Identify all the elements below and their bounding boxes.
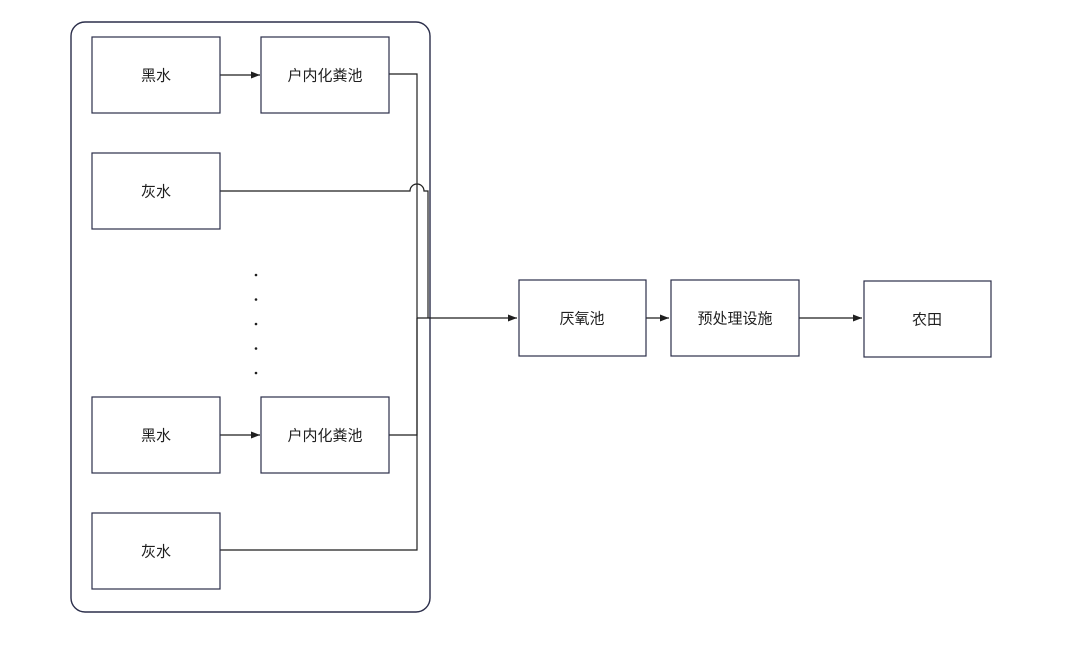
node-septic-tank-1: 户内化粪池: [260, 36, 390, 114]
node-septic-tank-1-label: 户内化粪池: [287, 67, 362, 85]
ellipsis-dot: [254, 273, 258, 277]
node-black-water-2: 黑水: [91, 396, 221, 474]
ellipsis-dot: [254, 322, 258, 326]
node-septic-tank-2: 户内化粪池: [260, 396, 390, 474]
node-black-water-2-label: 黑水: [141, 427, 171, 445]
node-septic-tank-2-label: 户内化粪池: [287, 427, 362, 445]
node-pretreatment-facility-label: 预处理设施: [697, 310, 772, 328]
node-black-water-1: 黑水: [91, 36, 221, 114]
node-anaerobic-tank: 厌氧池: [518, 279, 647, 357]
edge-grey-water-1-to-collector: [220, 183, 429, 318]
household-group-container: [70, 21, 431, 613]
ellipsis-dot: [254, 371, 258, 375]
edge-septic-tank-1-to-collector: [389, 73, 418, 318]
node-grey-water-1: 灰水: [91, 152, 221, 230]
edge-grey-water-2-to-collector: [220, 318, 418, 551]
node-farmland: 农田: [863, 280, 992, 358]
node-anaerobic-tank-label: 厌氧池: [559, 310, 604, 328]
ellipsis-dot: [254, 347, 258, 350]
node-pretreatment-facility: 预处理设施: [670, 279, 800, 357]
node-grey-water-2-label: 灰水: [141, 543, 171, 561]
ellipsis-dot: [254, 298, 258, 301]
node-grey-water-1-label: 灰水: [141, 183, 171, 201]
ellipsis-vertical-dots: [254, 273, 258, 375]
edge-septic-tank-2-to-collector: [389, 318, 418, 436]
node-farmland-label: 农田: [912, 311, 942, 329]
node-black-water-1-label: 黑水: [141, 67, 171, 85]
node-grey-water-2: 灰水: [91, 512, 221, 590]
